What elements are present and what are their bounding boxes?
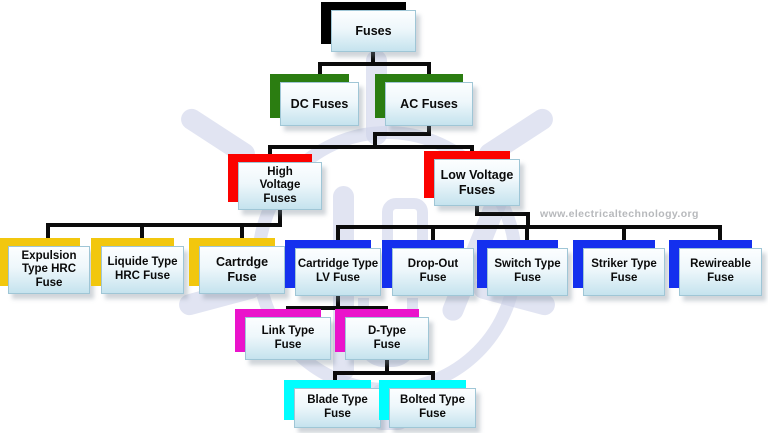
- node-label: High Voltage Fuses: [259, 165, 301, 205]
- connector-line: [46, 223, 50, 240]
- node-fuses: Fuses: [321, 2, 416, 52]
- connector-line: [140, 223, 144, 240]
- connector-line: [427, 62, 431, 76]
- connector-line: [526, 212, 530, 229]
- connector-line: [718, 225, 722, 242]
- connector-line: [475, 212, 530, 216]
- connector-line: [427, 124, 431, 136]
- node-label: Liquide Type HRC Fuse: [107, 256, 178, 282]
- connector-line: [336, 225, 722, 229]
- node-label: Bolted Type Fuse: [400, 394, 465, 420]
- connector-line: [333, 371, 337, 383]
- node-label: Striker Type Fuse: [591, 258, 657, 284]
- node-switch-type-fuse: Switch Type Fuse: [477, 240, 568, 296]
- connector-line: [373, 132, 431, 136]
- node-ac-fuses: AC Fuses: [375, 74, 473, 126]
- connector-line: [318, 62, 431, 66]
- connector-line: [525, 225, 529, 242]
- connector-line: [318, 62, 322, 76]
- node-label: Cartrdge Fuse: [215, 255, 269, 284]
- node-label: Cartridge Type LV Fuse: [297, 258, 379, 284]
- node-high-voltage-fuses: High Voltage Fuses: [228, 154, 322, 210]
- connector-line: [240, 223, 244, 240]
- connector-line: [475, 204, 479, 216]
- node-dc-fuses: DC Fuses: [270, 74, 359, 126]
- connector-line: [385, 358, 389, 374]
- node-low-voltage-fuses: Low Voltage Fuses: [424, 151, 520, 206]
- node-label: D-Type Fuse: [367, 324, 407, 351]
- connector-line: [622, 225, 626, 242]
- connector-line: [371, 50, 375, 64]
- connector-line: [431, 371, 435, 383]
- node-label: Fuses: [355, 23, 392, 38]
- connector-line: [470, 145, 474, 155]
- node-label: Drop-Out Fuse: [407, 258, 459, 284]
- node-rewireable-fuse: Rewireable Fuse: [669, 240, 762, 296]
- node-d-type-fuse: D-Type Fuse: [335, 309, 429, 360]
- node-label: Blade Type Fuse: [307, 394, 368, 420]
- connector-line: [336, 225, 340, 242]
- connector-line: [268, 145, 474, 149]
- node-striker-type-fuse: Striker Type Fuse: [573, 240, 665, 296]
- node-label: Link Type Fuse: [261, 324, 315, 351]
- node-label: Expulsion Type HRC Fuse: [21, 249, 77, 289]
- connector-line: [268, 145, 272, 157]
- connector-line: [286, 306, 388, 310]
- connector-line: [336, 294, 340, 309]
- connector-line: [46, 223, 282, 227]
- node-liquide-type-hrc-fuse: Liquide Type HRC Fuse: [91, 238, 184, 294]
- node-label: Switch Type Fuse: [494, 258, 561, 284]
- node-expulsion-type-hrc-fuse: Expulsion Type HRC Fuse: [0, 238, 90, 294]
- connector-line: [373, 132, 377, 147]
- connector-line: [278, 208, 282, 225]
- node-label: Low Voltage Fuses: [440, 167, 514, 197]
- watermark: www.electricaltechnology.org: [540, 208, 699, 220]
- node-label: DC Fuses: [290, 96, 349, 111]
- node-cartrdge-fuse: Cartrdge Fuse: [189, 238, 285, 294]
- node-link-type-fuse: Link Type Fuse: [235, 309, 331, 360]
- node-bolted-type-fuse: Bolted Type Fuse: [379, 380, 476, 428]
- node-label: AC Fuses: [400, 96, 458, 111]
- connector-line: [333, 371, 435, 375]
- node-cartridge-type-lv-fuse: Cartridge Type LV Fuse: [285, 240, 381, 296]
- node-drop-out-fuse: Drop-Out Fuse: [382, 240, 474, 296]
- connector-line: [431, 225, 435, 242]
- node-label: Rewireable Fuse: [690, 258, 751, 284]
- node-blade-type-fuse: Blade Type Fuse: [284, 380, 381, 428]
